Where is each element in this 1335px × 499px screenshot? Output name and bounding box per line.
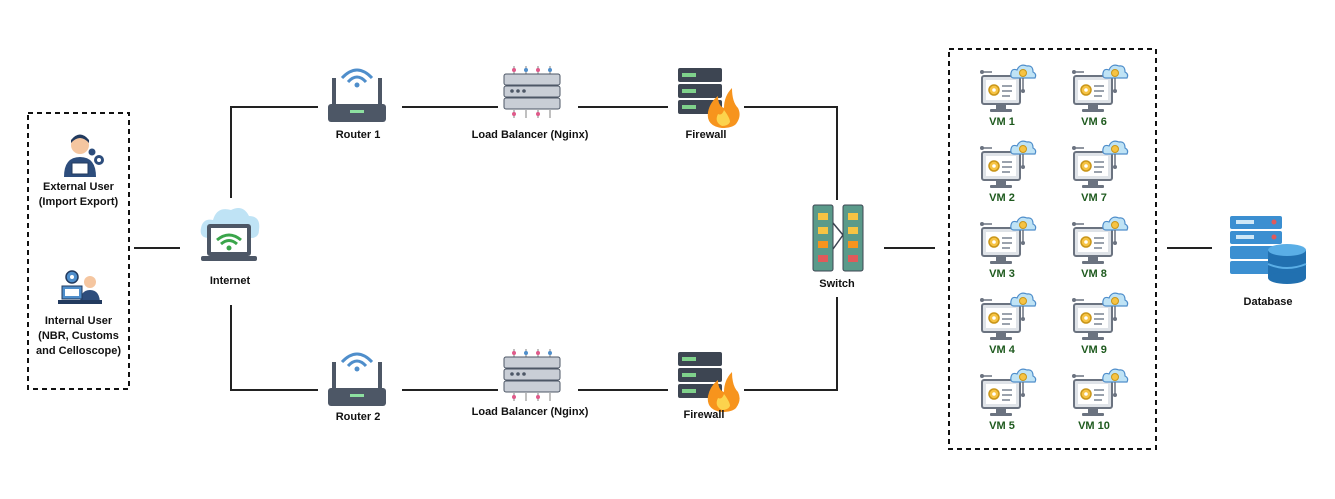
firewall-1-label: Firewall bbox=[685, 129, 727, 141]
external-user-label-line2: (Import Export) bbox=[38, 196, 119, 208]
connection-lines bbox=[134, 106, 1212, 391]
internal-user-label: Internal User (NBR, Customs and Cellosco… bbox=[30, 314, 127, 359]
router-2-label: Router 2 bbox=[335, 411, 381, 423]
internal-user-icon bbox=[58, 270, 102, 304]
internal-user-label-line3: and Celloscope) bbox=[36, 345, 121, 357]
database-label: Database bbox=[1243, 296, 1293, 308]
users-group-box bbox=[27, 112, 130, 390]
vm-label: VM 5 bbox=[989, 420, 1015, 432]
load-balancer-1-label: Load Balancer (Nginx) bbox=[471, 129, 589, 141]
fw2-to-switch-line bbox=[744, 297, 838, 391]
vm-icon bbox=[1072, 140, 1129, 188]
vm-icons-group bbox=[980, 64, 1129, 416]
vm-label: VM 3 bbox=[989, 268, 1015, 280]
fw1-to-switch-line bbox=[744, 106, 838, 200]
vm-label: VM 4 bbox=[989, 344, 1015, 356]
vm-label: VM 1 bbox=[989, 116, 1015, 128]
load-balancer-2-label: Load Balancer (Nginx) bbox=[471, 406, 589, 418]
vm-icon bbox=[980, 216, 1037, 264]
vm-label: VM 8 bbox=[1081, 268, 1107, 280]
load-balancer-1-icon bbox=[503, 66, 561, 118]
vm-icon bbox=[1072, 216, 1129, 264]
router-1-label: Router 1 bbox=[335, 129, 381, 141]
vm-label: VM 6 bbox=[1081, 116, 1107, 128]
vm-label: VM 7 bbox=[1081, 192, 1107, 204]
vm-label: VM 10 bbox=[1078, 420, 1110, 432]
external-user-label: External User (Import Export) bbox=[30, 180, 127, 210]
external-user-icon bbox=[64, 134, 104, 177]
vm-label: VM 9 bbox=[1081, 344, 1107, 356]
load-balancer-2-icon bbox=[503, 349, 561, 401]
internal-user-label-line1: Internal User bbox=[44, 315, 113, 327]
vm-icon bbox=[980, 292, 1037, 340]
vm-icon bbox=[1072, 368, 1129, 416]
internet-label: Internet bbox=[209, 275, 251, 287]
firewall-2-label: Firewall bbox=[683, 409, 725, 421]
internet-to-router2-line bbox=[230, 305, 318, 391]
switch-label: Switch bbox=[819, 278, 855, 290]
database-icon bbox=[1230, 216, 1307, 284]
router-1-icon bbox=[328, 68, 386, 122]
vm-icon bbox=[1072, 64, 1129, 112]
vm-icon bbox=[1072, 292, 1129, 340]
internet-to-router1-line bbox=[230, 106, 318, 198]
firewall-1-icon bbox=[678, 68, 740, 128]
internet-icon bbox=[200, 208, 260, 261]
vm-cluster-box bbox=[948, 48, 1157, 450]
switch-icon bbox=[812, 204, 864, 272]
router-2-icon bbox=[328, 352, 386, 406]
vm-icon bbox=[980, 64, 1037, 112]
vm-icon bbox=[980, 140, 1037, 188]
vm-label: VM 2 bbox=[989, 192, 1015, 204]
internal-user-label-line2: (NBR, Customs bbox=[38, 330, 119, 342]
vm-icon bbox=[980, 368, 1037, 416]
external-user-label-line1: External User bbox=[43, 181, 114, 193]
firewall-2-icon bbox=[678, 352, 740, 412]
